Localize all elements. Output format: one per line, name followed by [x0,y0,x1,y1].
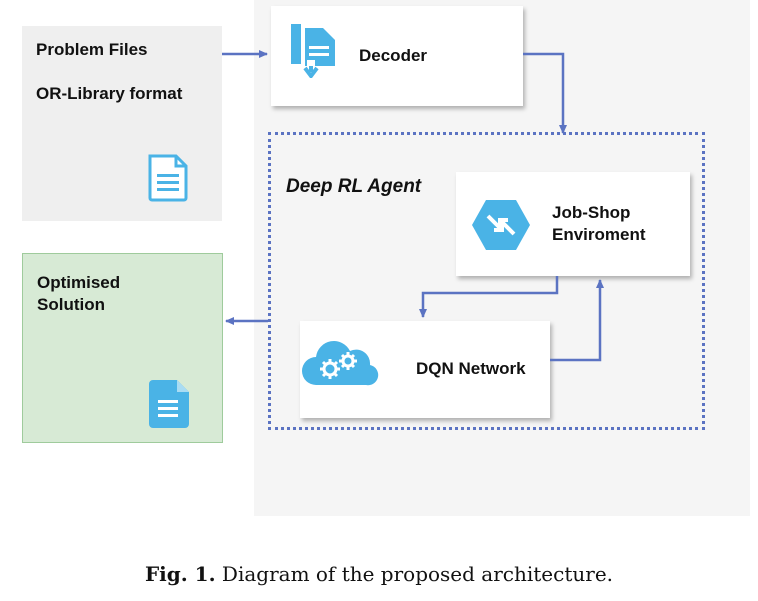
optimised-solution-box: Optimised Solution [22,253,223,443]
job-shop-label-line1: Job-Shop [552,203,631,222]
figure-caption-prefix: Fig. 1. [144,562,216,586]
dqn-network-label: DQN Network [416,359,526,378]
arrow-decoder-to-agent [523,52,567,134]
job-shop-environment-label: Job-Shop Enviroment [552,202,646,246]
document-icon [146,154,190,207]
figure-caption-text: Diagram of the proposed architecture. [221,562,614,586]
document-icon [147,378,191,435]
problem-files-label: Problem Files [36,40,148,59]
cloud-gears-icon [300,339,380,394]
decoder-card: Decoder [271,6,523,106]
optimised-solution-label: Optimised Solution [37,272,187,316]
deep-rl-agent-frame [268,132,705,430]
optimised-label-line1: Optimised [37,273,121,292]
or-library-format-label: OR-Library format [36,84,183,103]
arrow-jobshop-to-dqn [419,276,559,318]
deep-rl-agent-title: Deep RL Agent [286,176,422,197]
dqn-network-card: DQN Network [300,321,550,418]
decoder-icon [289,22,343,83]
arrow-dqn-to-jobshop [550,279,604,362]
figure-caption: Fig. 1. Diagram of the proposed architec… [0,562,758,586]
optimised-label-line2: Solution [37,295,105,314]
exchange-icon [472,200,530,255]
job-shop-environment-card: Job-Shop Enviroment [456,172,690,276]
decoder-label: Decoder [359,46,428,65]
job-shop-label-line2: Enviroment [552,225,646,244]
problem-files-box: Problem Files OR-Library format [22,26,222,221]
